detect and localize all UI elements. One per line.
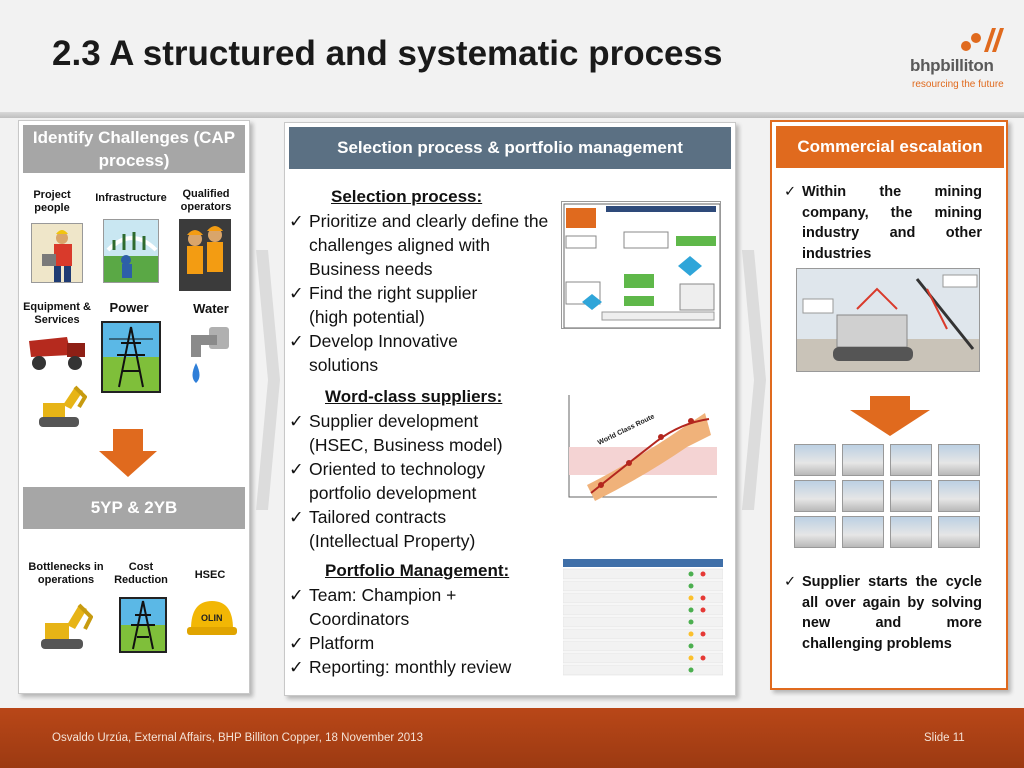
portfolio-table-image [563, 559, 723, 679]
shovel-thumbnail [794, 516, 836, 548]
process-flowchart-image [561, 201, 721, 329]
item-label-bottlenecks: Bottlenecks in operations [28, 561, 104, 586]
bullet-reporting: ✓ Reporting: monthly review [289, 657, 512, 677]
infrastructure-icon [103, 219, 159, 283]
water-tap-icon [187, 323, 233, 397]
footer-credit: Osvaldo Urzúa, External Affairs, BHP Bil… [52, 732, 423, 744]
bullet-prioritize: ✓ Prioritize and clearly define the chal… [289, 211, 549, 279]
bullet-team: ✓ Team: Champion + Coordinators [289, 585, 457, 629]
excavator-icon [35, 377, 87, 433]
item-label-water: Water [193, 301, 229, 316]
bullet-supplier-restarts: ✓ Supplier starts the cycle all over aga… [784, 574, 982, 652]
commercial-escalation-panel: Commercial escalation ✓ Within the minin… [770, 120, 1008, 690]
shovel-thumbnail [890, 480, 932, 512]
power-tower-icon [101, 321, 161, 393]
bhp-logo: bhpbilliton resourcing the future [906, 24, 1006, 94]
check-icon: ✓ [289, 411, 304, 431]
power-tower-icon [119, 597, 167, 653]
logo-brand: bhpbilliton [910, 56, 994, 75]
logo-tagline: resourcing the future [912, 79, 1004, 90]
check-icon: ✓ [289, 459, 304, 479]
shovel-thumbnail [794, 480, 836, 512]
section-heading-portfolio: Portfolio Management: [325, 561, 510, 580]
identify-challenges-panel: Identify Challenges (CAP process) Projec… [18, 120, 250, 694]
item-label-equipment: Equipment & Services [23, 301, 91, 326]
hat-text: OLIN [201, 613, 223, 623]
shovel-thumbnail [842, 480, 884, 512]
yp-2yb-bar: 5YP & 2YB [23, 487, 245, 529]
item-label-cost-reduction: Cost Reduction [114, 561, 168, 586]
slide-number: Slide 11 [924, 732, 965, 744]
bullet-supplier-development: ✓ Supplier development (HSEC, Business m… [289, 411, 503, 455]
bullet-platform: ✓ Platform [289, 633, 375, 653]
shovel-thumbnail [842, 516, 884, 548]
right-panel-header: Commercial escalation [776, 126, 1004, 168]
slide-title: 2.3 A structured and systematic process [52, 34, 723, 73]
bullet-develop: ✓ Develop Innovative solutions [289, 331, 458, 375]
down-arrow-icon [99, 429, 157, 477]
shovel-thumbnail [938, 444, 980, 476]
bullet-technology-portfolio: ✓ Oriented to technology portfolio devel… [289, 459, 486, 503]
bullet-tailored-contracts: ✓ Tailored contracts (Intellectual Prope… [289, 507, 476, 551]
down-arrow-icon [850, 396, 930, 436]
item-label-infrastructure: Infrastructure [95, 192, 167, 204]
bullet-find-supplier: ✓ Find the right supplier (high potentia… [289, 283, 478, 327]
mining-shovel-image [796, 268, 980, 372]
logo-mark-icon [961, 28, 1004, 52]
item-label-qualified-operators: Qualified operators [180, 188, 232, 213]
check-icon: ✓ [289, 657, 304, 677]
shovel-thumbnail-grid [794, 444, 982, 552]
shovel-thumbnail [890, 516, 932, 548]
check-icon: ✓ [289, 283, 304, 303]
shovel-thumbnail [938, 480, 980, 512]
shovel-thumbnail [890, 444, 932, 476]
check-icon: ✓ [289, 633, 304, 653]
title-divider [0, 112, 1024, 118]
bullet-within-mining: ✓ Within the mining company, the mining … [784, 184, 982, 262]
left-panel-header: Identify Challenges (CAP process) [23, 125, 245, 173]
chevron-right-icon [256, 250, 280, 510]
world-class-route-image: World Class Route [561, 389, 721, 505]
check-icon: ✓ [289, 585, 304, 605]
route-label: World Class Route [597, 413, 656, 447]
operators-icon [179, 219, 231, 291]
shovel-thumbnail [842, 444, 884, 476]
check-icon: ✓ [784, 574, 797, 590]
footer: Osvaldo Urzúa, External Affairs, BHP Bil… [0, 708, 1024, 768]
check-icon: ✓ [289, 507, 304, 527]
section-heading-selection: Selection process: [331, 187, 483, 206]
check-icon: ✓ [289, 331, 304, 351]
excavator-icon [37, 595, 93, 655]
item-label-power: Power [109, 300, 149, 315]
item-label-project-people: Project people [33, 189, 71, 214]
item-label-hsec: HSEC [194, 569, 226, 581]
workers-icon [31, 223, 83, 283]
shovel-thumbnail [938, 516, 980, 548]
hard-hat-icon: OLIN [187, 595, 237, 641]
shovel-thumbnail [794, 444, 836, 476]
check-icon: ✓ [289, 211, 304, 231]
check-icon: ✓ [784, 184, 797, 200]
mid-panel-header: Selection process & portfolio management [289, 127, 731, 169]
selection-process-panel: Selection process & portfolio management… [284, 122, 736, 696]
truck-icon [27, 333, 89, 371]
chevron-right-icon [742, 250, 766, 510]
section-heading-suppliers: Word-class suppliers: [325, 387, 503, 406]
